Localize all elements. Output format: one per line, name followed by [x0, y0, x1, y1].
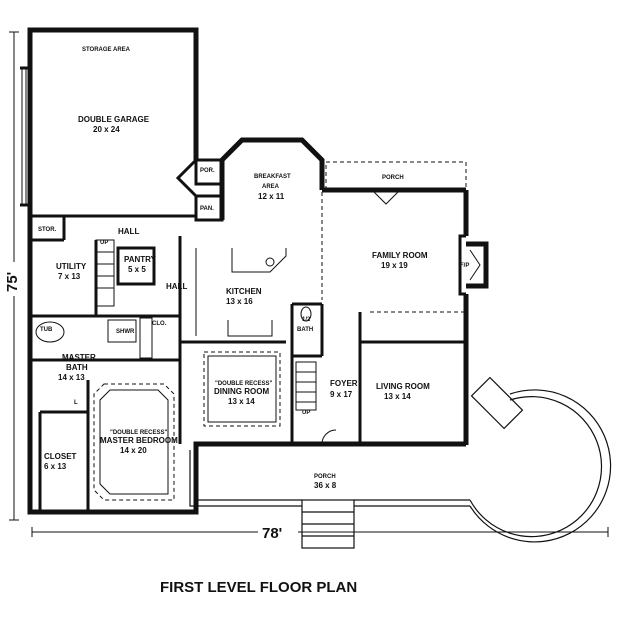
garage-size: 20 x 24: [93, 125, 120, 134]
stair-foyer: [295, 361, 317, 411]
pan-label: PAN.: [200, 206, 214, 212]
porch-top-area: [325, 161, 467, 205]
interior-walls: [30, 192, 466, 512]
stair-rear: [95, 239, 115, 307]
master-bedroom-size: 14 x 20: [120, 446, 147, 455]
dining-recess-label: "DOUBLE RECESS": [215, 381, 273, 387]
front-porch: [189, 376, 612, 549]
stairs: [95, 239, 317, 411]
master-bath-label-line2: BATH: [66, 363, 88, 372]
tub-fixture: [35, 321, 65, 343]
fp-label: F/P: [460, 263, 469, 269]
foyer-label: FOYER: [330, 379, 358, 388]
breakfast-bay-walls: [219, 137, 325, 220]
plan-title: FIRST LEVEL FLOOR PLAN: [160, 579, 357, 596]
master-bath-size: 14 x 13: [58, 373, 85, 382]
closet-size: 6 x 13: [44, 462, 67, 471]
kitchen-island: [231, 248, 287, 273]
living-size: 13 x 14: [384, 392, 411, 401]
foyer-size: 9 x 17: [330, 390, 353, 399]
breakfast-size: 12 x 11: [258, 192, 285, 201]
stair-foyer-up-label: UP: [302, 410, 310, 416]
porch-curve-inner: [469, 396, 603, 538]
width-label-bg: [258, 522, 298, 542]
room-labels: STORAGE AREA DOUBLE GARAGE 20 x 24 POR. …: [38, 47, 469, 490]
half-bath-label-line2: BATH: [297, 327, 313, 333]
garage-label: DOUBLE GARAGE: [78, 115, 150, 124]
dining-label: DINING ROOM: [214, 387, 269, 396]
tub-label: TUB: [40, 327, 53, 333]
shower-fixture: [107, 319, 137, 343]
closet-label: CLOSET: [44, 452, 77, 461]
kitchen-sink: [265, 257, 275, 267]
dining-size: 13 x 14: [228, 397, 255, 406]
bedroom-recess-label: "DOUBLE RECESS": [110, 430, 168, 436]
half-bath-toilet: [300, 306, 312, 322]
master-bedroom-label: MASTER BEDROOM: [100, 436, 178, 445]
main-house-walls: [27, 187, 489, 515]
fireplace-box: [469, 249, 481, 281]
garage-block: [20, 27, 199, 218]
hall-side-label: HALL: [166, 282, 187, 291]
porch-rail-left: [195, 450, 302, 501]
fireplace-hearth: [458, 234, 466, 296]
garage-walls: [27, 27, 199, 210]
clo-label: CLO.: [152, 321, 167, 327]
depth-label-bg: [3, 262, 25, 296]
living-label: LIVING ROOM: [376, 382, 430, 391]
kitchen-counter: [227, 320, 273, 337]
lc-label: L: [74, 400, 78, 406]
width-label: 78': [262, 525, 282, 542]
pantry-label: PANTRY: [124, 255, 157, 264]
bedroom-recess-outline: [93, 383, 175, 501]
storage-label: STORAGE AREA: [82, 47, 131, 53]
porch-walkway: [470, 376, 524, 430]
pantry-size: 5 x 5: [128, 265, 146, 274]
por-label: POR.: [200, 168, 215, 174]
master-bath-label-line1: MASTER: [62, 353, 96, 362]
half-bath-label-line1: 1/2: [302, 317, 311, 323]
utility-label: UTILITY: [56, 262, 87, 271]
family-label: FAMILY ROOM: [372, 251, 428, 260]
garage-back-wall: [178, 196, 198, 218]
kitchen-size: 13 x 16: [226, 297, 253, 306]
stor-label: STOR.: [38, 227, 57, 233]
bedroom-recess-inner: [99, 389, 169, 495]
family-size: 19 x 19: [381, 261, 408, 270]
front-door-swing: [321, 429, 337, 445]
fireplace-chimney: [466, 241, 489, 289]
pantry-walls: [116, 246, 156, 286]
dining-recess-inner: [207, 355, 277, 423]
hall-top-label: HALL: [118, 227, 139, 236]
house-bottom-walls: [27, 210, 466, 515]
utility-size: 7 x 13: [58, 272, 81, 281]
porch-rail-left-outer: [189, 450, 302, 507]
breakfast-label-line2: AREA: [262, 184, 280, 190]
kitchen-label: KITCHEN: [226, 287, 262, 296]
garage-entry-door: [175, 158, 198, 198]
breakfast-label-line1: BREAKFAST: [254, 174, 291, 180]
dimension-markers: 75' 78': [3, 31, 609, 542]
family-room-door-swing: [371, 189, 401, 205]
porch-top-label: PORCH: [382, 175, 404, 181]
porch-curve-outer: [469, 389, 612, 543]
porch-front-label: PORCH: [314, 474, 336, 480]
porch-front-size: 36 x 8: [314, 481, 337, 490]
dining-recess-outline: [203, 351, 281, 427]
shwr-label: SHWR: [116, 329, 135, 335]
stair-up-label: UP: [100, 240, 108, 246]
depth-label: 75': [4, 272, 21, 292]
bath-fixtures: [35, 306, 312, 359]
clo-fixture: [139, 317, 153, 359]
kitchen-fixtures: [195, 248, 287, 337]
